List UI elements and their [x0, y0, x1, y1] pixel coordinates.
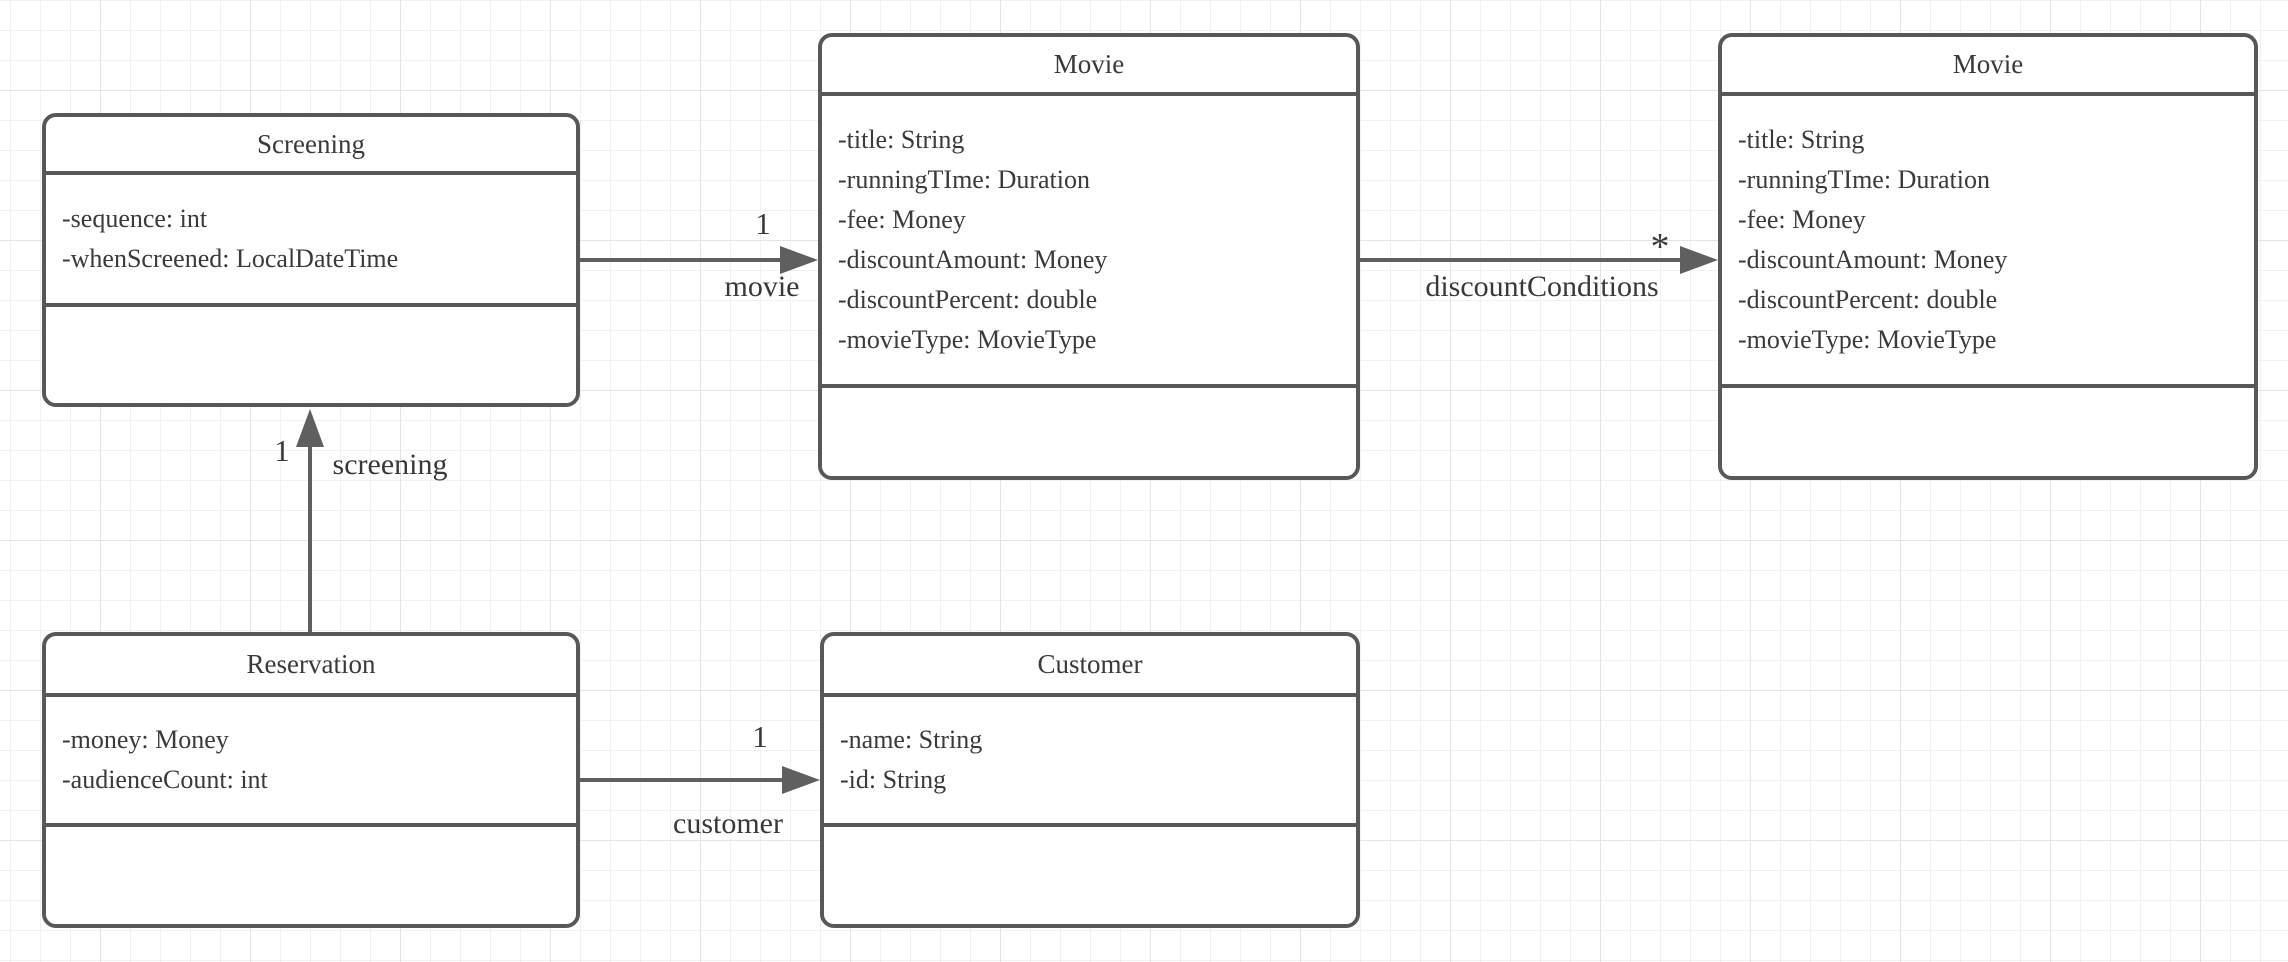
class-title: Customer	[824, 636, 1356, 697]
attribute-line: -fee: Money	[1738, 205, 1866, 234]
class-attributes: -name: String -id: String	[824, 697, 1356, 827]
multiplicity-label-discountconditions[interactable]: *	[1650, 226, 1670, 268]
class-methods-empty	[1722, 388, 2254, 476]
arrowhead-icon	[782, 766, 820, 794]
arrowhead-icon	[1680, 246, 1718, 274]
class-attributes: -money: Money -audienceCount: int	[46, 697, 576, 827]
class-methods-empty	[822, 388, 1356, 476]
attribute-line: -movieType: MovieType	[838, 325, 1097, 354]
role-label-screening[interactable]: screening	[332, 448, 448, 481]
class-title: Movie	[822, 37, 1356, 96]
role-label-customer[interactable]: customer	[673, 807, 783, 840]
multiplicity-label-screening[interactable]: 1	[274, 433, 290, 468]
association-reservation-customer[interactable]	[580, 766, 820, 794]
attribute-line: -runningTIme: Duration	[838, 165, 1090, 194]
class-title: Movie	[1722, 37, 2254, 96]
attribute-line: -audienceCount: int	[62, 765, 268, 794]
attribute-line: -name: String	[840, 725, 983, 754]
attribute-line: -money: Money	[62, 725, 229, 754]
association-movie-discountconditions[interactable]	[1360, 246, 1718, 274]
attribute-line: -discountPercent: double	[1738, 285, 1998, 314]
class-title: Reservation	[46, 636, 576, 697]
class-attributes: -title: String -runningTIme: Duration -f…	[822, 96, 1356, 388]
attribute-line: -fee: Money	[838, 205, 966, 234]
attribute-line: -discountAmount: Money	[1738, 245, 2008, 274]
class-box-movie[interactable]: Movie -title: String -runningTIme: Durat…	[818, 33, 1360, 480]
attribute-line: -discountPercent: double	[838, 285, 1098, 314]
multiplicity-label-customer[interactable]: 1	[752, 719, 768, 754]
multiplicity-label-movie[interactable]: 1	[755, 206, 771, 241]
class-box-reservation[interactable]: Reservation -money: Money -audienceCount…	[42, 632, 580, 928]
class-attributes: -title: String -runningTIme: Duration -f…	[1722, 96, 2254, 388]
role-label-discountconditions[interactable]: discountConditions	[1425, 270, 1659, 303]
class-methods-empty	[824, 827, 1356, 924]
association-reservation-screening[interactable]	[296, 409, 324, 632]
attribute-line: -sequence: int	[62, 204, 208, 233]
class-box-movie-right[interactable]: Movie -title: String -runningTIme: Durat…	[1718, 33, 2258, 480]
association-screening-movie[interactable]	[580, 246, 818, 274]
class-box-customer[interactable]: Customer -name: String -id: String	[820, 632, 1360, 928]
class-box-screening[interactable]: Screening -sequence: int -whenScreened: …	[42, 113, 580, 407]
class-methods-empty	[46, 827, 576, 924]
attribute-line: -whenScreened: LocalDateTime	[62, 244, 399, 273]
class-methods-empty	[46, 307, 576, 403]
attribute-line: -discountAmount: Money	[838, 245, 1108, 274]
attribute-line: -movieType: MovieType	[1738, 325, 1997, 354]
role-label-movie[interactable]: movie	[724, 270, 800, 303]
class-attributes: -sequence: int -whenScreened: LocalDateT…	[46, 175, 576, 307]
attribute-line: -title: String	[838, 125, 965, 154]
arrowhead-icon	[296, 409, 324, 447]
attribute-line: -title: String	[1738, 125, 1865, 154]
arrowhead-icon	[780, 246, 818, 274]
class-title: Screening	[46, 117, 576, 175]
attribute-line: -runningTIme: Duration	[1738, 165, 1990, 194]
attribute-line: -id: String	[840, 765, 947, 794]
